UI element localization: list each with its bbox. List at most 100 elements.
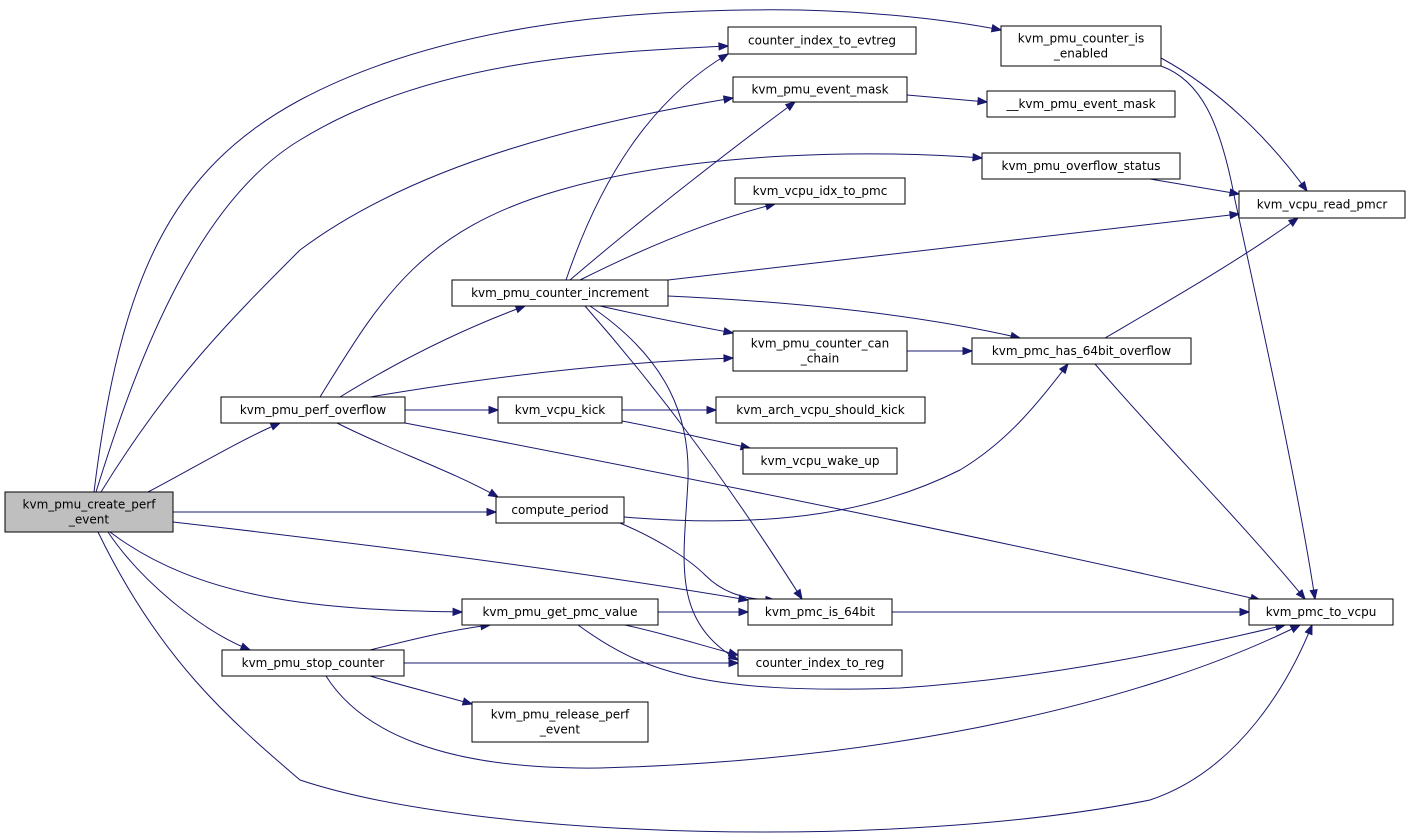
edge-arrowhead — [1295, 588, 1306, 601]
node-kvm-pmc-is-64bit[interactable]: kvm_pmc_is_64bit — [747, 598, 893, 626]
edge-arrowhead — [706, 405, 718, 415]
edge-arrowhead — [488, 405, 500, 415]
edge-line — [906, 94, 988, 103]
node-kvm-arch-vcpu-should-kick[interactable]: kvm_arch_vcpu_should_kick — [715, 396, 926, 424]
edge-kvm-pmc-has-64bit-overflow-to-kvm-vcpu-read-pmcr — [1104, 217, 1300, 339]
edge-kvm-pmu-counter-increment-to-kvm-pmu-counter-can-chain — [599, 305, 735, 336]
node-compute-period[interactable]: compute_period — [495, 496, 625, 524]
node-label: kvm_arch_vcpu_should_kick — [736, 403, 905, 417]
node-box — [715, 396, 926, 424]
edge-arrowhead — [452, 607, 464, 617]
edge-line — [579, 203, 776, 281]
edge-kvm-pmu-perf-overflow-to-compute-period — [336, 422, 500, 498]
edge-kvm-pmu-create-perf-event-to-kvm-pmu-perf-overflow — [147, 422, 282, 493]
node-box — [971, 337, 1192, 365]
edge-arrowhead — [1239, 607, 1251, 617]
edge-arrowhead — [1228, 188, 1241, 197]
edge-arrowhead — [1309, 589, 1318, 601]
edges-layer — [93, 9, 1318, 833]
node-box — [495, 496, 625, 524]
node-box — [461, 598, 659, 626]
node-kvm-pmu-event-mask[interactable]: __kvm_pmu_event_mask — [986, 90, 1176, 118]
node-box — [4, 491, 174, 533]
node-kvm-pmc-to-vcpu[interactable]: kvm_pmc_to_vcpu — [1248, 598, 1394, 626]
edge-kvm-pmu-create-perf-event-to-kvm-pmc-to-vcpu — [97, 531, 1313, 833]
node-box — [734, 177, 906, 205]
edge-line — [589, 305, 739, 661]
node-box — [220, 396, 406, 424]
edge-kvm-pmc-is-64bit-to-kvm-pmc-to-vcpu — [892, 607, 1251, 617]
node-counter-index-to-reg[interactable]: counter_index_to_reg — [737, 649, 903, 677]
edge-kvm-pmu-stop-counter-to-kvm-pmc-to-vcpu — [325, 624, 1302, 769]
node-box — [747, 598, 893, 626]
edge-kvm-pmu-counter-increment-to-kvm-pmu-event-mask — [569, 101, 797, 281]
edge-kvm-pmu-counter-increment-to-kvm-pmc-is-64bit — [584, 305, 803, 601]
node-kvm-pmu-counter-increment[interactable]: kvm_pmu_counter_increment — [451, 279, 669, 307]
node-label: kvm_pmu_counter_increment — [471, 286, 649, 300]
node-kvm-pmu-create-perf-event: kvm_pmu_create_perf_event — [4, 491, 174, 533]
edge-arrowhead — [722, 327, 735, 336]
node-label: counter_index_to_evtreg — [748, 34, 896, 48]
edge-kvm-pmu-create-perf-event-to-kvm-pmu-get-pmc-value — [109, 531, 464, 617]
edge-kvm-pmu-overflow-status-to-kvm-vcpu-read-pmcr — [1149, 178, 1241, 197]
edge-arrowhead — [1229, 210, 1241, 220]
node-kvm-vcpu-kick[interactable]: kvm_vcpu_kick — [497, 396, 623, 424]
edge-arrowhead — [1304, 623, 1313, 636]
node-label: kvm_vcpu_wake_up — [761, 454, 880, 468]
node-kvm-vcpu-wake-up[interactable]: kvm_vcpu_wake_up — [742, 447, 898, 475]
edge-line — [369, 675, 473, 705]
edge-arrowhead — [487, 488, 500, 498]
node-box — [451, 279, 669, 307]
edge-line — [369, 624, 491, 651]
edge-arrowhead — [269, 422, 282, 431]
node-kvm-pmu-event-mask[interactable]: kvm_pmu_event_mask — [732, 76, 908, 103]
node-kvm-pmu-perf-overflow[interactable]: kvm_pmu_perf_overflow — [220, 396, 406, 424]
edge-line — [109, 531, 463, 613]
node-box — [1248, 598, 1394, 626]
edge-line — [1104, 217, 1299, 339]
edge-line — [369, 357, 734, 398]
edge-arrowhead — [514, 305, 527, 314]
edge-kvm-pmu-counter-is-enabled-to-kvm-vcpu-read-pmcr — [1160, 57, 1308, 193]
edge-line — [336, 422, 499, 498]
edge-line — [404, 422, 1261, 601]
edge-kvm-pmu-perf-overflow-to-kvm-pmu-counter-increment — [339, 305, 527, 398]
node-kvm-pmu-counter-can-chain[interactable]: kvm_pmu_counter_can_chain — [732, 330, 908, 372]
edge-line — [619, 522, 776, 601]
node-box — [727, 26, 917, 55]
node-box — [221, 649, 405, 677]
edge-arrowhead — [738, 607, 750, 617]
node-counter-index-to-evtreg[interactable]: counter_index_to_evtreg — [727, 26, 917, 55]
edge-arrowhead — [486, 507, 498, 517]
node-kvm-pmu-get-pmc-value[interactable]: kvm_pmu_get_pmc_value — [461, 598, 659, 626]
edge-arrowhead — [1298, 180, 1308, 193]
edge-kvm-pmc-has-64bit-overflow-to-kvm-pmc-to-vcpu — [1094, 363, 1306, 601]
edge-line — [584, 305, 803, 600]
node-kvm-pmu-overflow-status[interactable]: kvm_pmu_overflow_status — [981, 152, 1181, 180]
edge-line — [325, 624, 1301, 769]
edge-kvm-pmu-perf-overflow-to-kvm-vcpu-kick — [405, 405, 500, 415]
node-kvm-pmu-release-perf-event[interactable]: kvm_pmu_release_perf_event — [471, 701, 649, 743]
node-kvm-vcpu-read-pmcr[interactable]: kvm_vcpu_read_pmcr — [1238, 190, 1406, 219]
edge-kvm-pmu-perf-overflow-to-kvm-pmu-counter-can-chain — [369, 354, 735, 398]
edge-line — [667, 213, 1240, 281]
edge-kvm-pmu-counter-is-enabled-to-kvm-pmc-to-vcpu — [1160, 65, 1318, 601]
edge-arrowhead — [727, 648, 740, 657]
node-label: __kvm_pmu_event_mask — [1005, 97, 1155, 111]
edge-kvm-pmu-stop-counter-to-kvm-pmu-get-pmc-value — [369, 621, 492, 651]
node-label: _chain — [800, 352, 840, 366]
nodes-layer: kvm_pmu_create_perf_event counter_index_t… — [4, 25, 1406, 743]
node-box — [497, 396, 623, 424]
node-kvm-pmc-has-64bit-overflow[interactable]: kvm_pmc_has_64bit_overflow — [971, 337, 1192, 365]
edge-kvm-pmu-create-perf-event-to-kvm-pmc-is-64bit — [172, 521, 750, 603]
node-box — [732, 76, 908, 103]
edge-line — [1094, 363, 1306, 600]
node-kvm-pmu-counter-is-enabled[interactable]: kvm_pmu_counter_is_enabled — [1000, 25, 1162, 67]
node-kvm-vcpu-idx-to-pmc[interactable]: kvm_vcpu_idx_to_pmc — [734, 177, 906, 205]
edge-kvm-pmu-get-pmc-value-to-counter-index-to-reg — [624, 624, 740, 657]
node-label: counter_index_to_reg — [756, 656, 885, 670]
node-label: kvm_pmu_counter_is — [1018, 32, 1144, 46]
node-kvm-pmu-stop-counter[interactable]: kvm_pmu_stop_counter — [221, 649, 405, 677]
edge-kvm-pmu-create-perf-event-to-kvm-pmu-event-mask — [100, 95, 735, 493]
